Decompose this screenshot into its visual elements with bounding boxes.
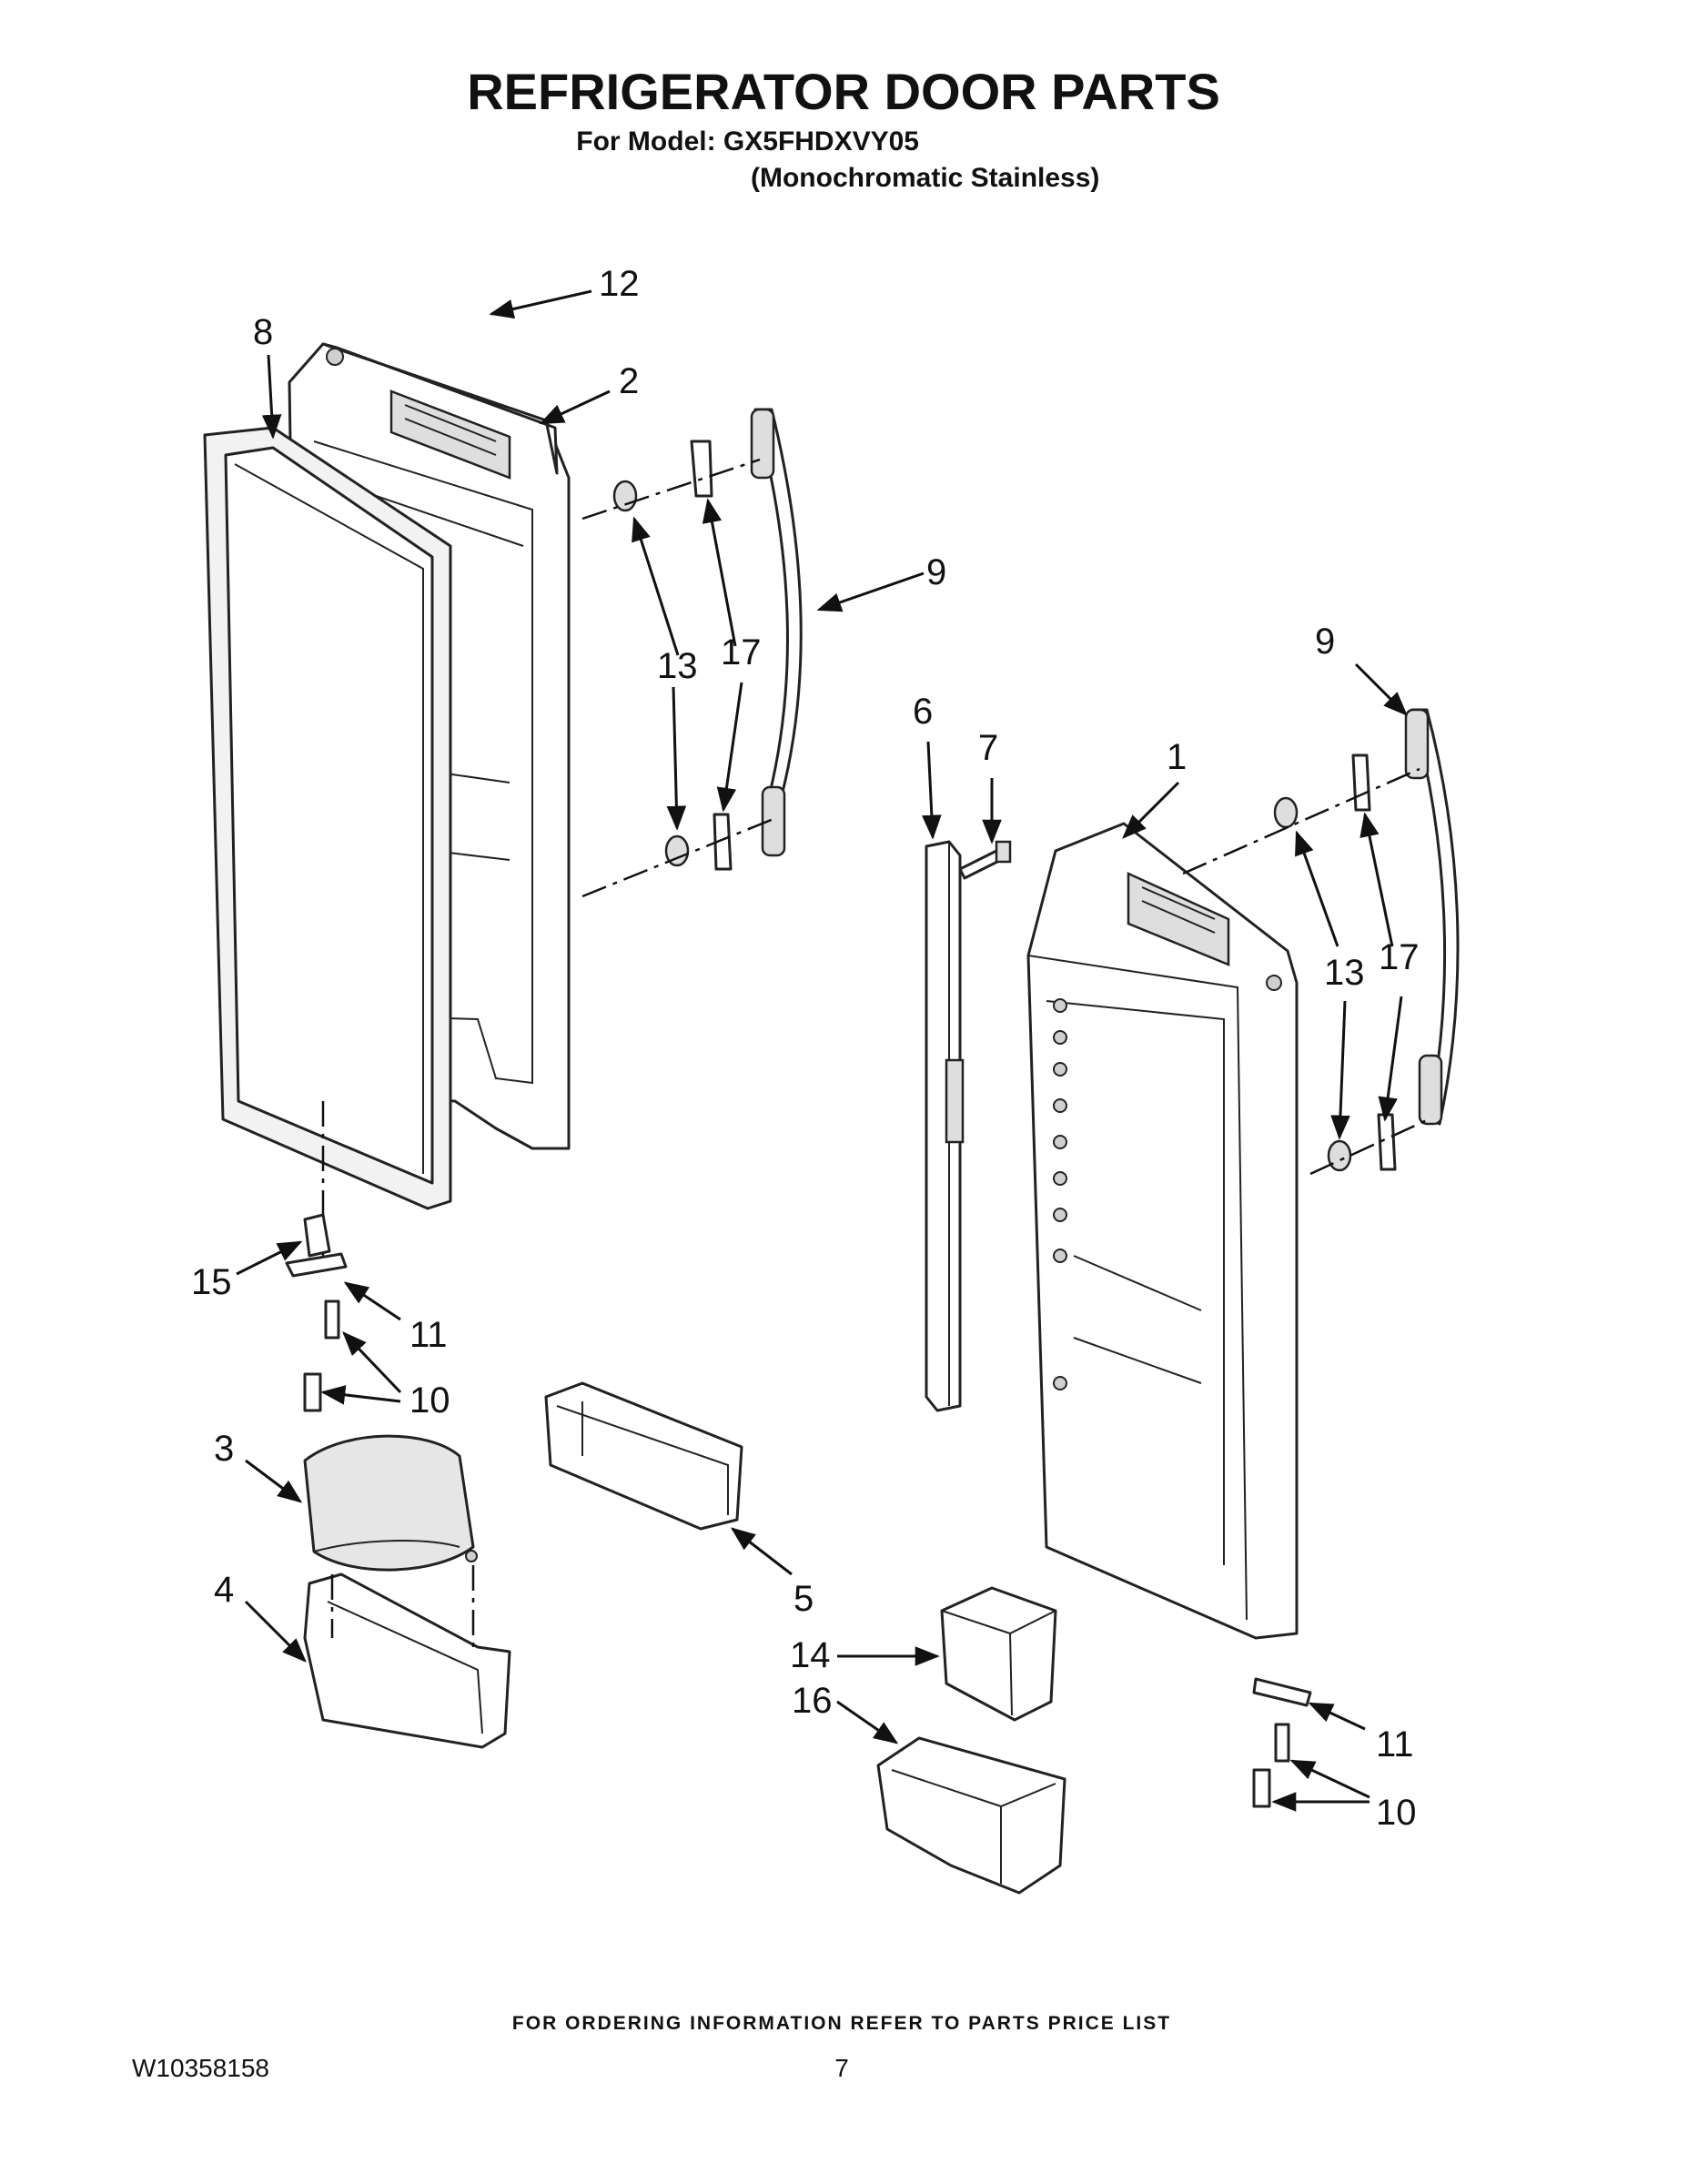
cup-part-14 (940, 1586, 1057, 1722)
callout-11-left: 11 (409, 1315, 448, 1355)
page-title: REFRIGERATOR DOOR PARTS (467, 63, 1220, 120)
right-door-part-1 (1026, 822, 1299, 1640)
callout-6: 6 (913, 692, 933, 732)
callout-4: 4 (214, 1570, 234, 1610)
callout-1: 1 (1167, 737, 1187, 777)
callout-16: 16 (792, 1681, 833, 1721)
callout-14: 14 (790, 1635, 831, 1675)
left-hinge-hardware (285, 1213, 348, 1412)
left-upper-axis (581, 458, 761, 521)
right-upper-axis (1182, 767, 1420, 875)
callout-13-left: 13 (657, 646, 698, 686)
left-lower-axis (581, 817, 774, 898)
right-hinge-hardware (1252, 1677, 1312, 1808)
callout-10-right: 10 (1376, 1793, 1417, 1833)
right-door-shelf-holes (1053, 998, 1067, 1390)
callout-labels: 12 8 2 9 13 17 9 6 7 1 17 13 15 11 10 3 … (191, 264, 1420, 1833)
callout-12: 12 (599, 264, 640, 304)
left-upper-hardware (612, 440, 733, 871)
right-handle-part-9 (1404, 708, 1460, 1126)
finish-line: (Monochromatic Stainless) (751, 163, 1099, 193)
callout-2: 2 (619, 361, 639, 401)
callout-9-left: 9 (926, 552, 946, 592)
door-gasket-part-8 (203, 426, 452, 1210)
tray-part-16 (876, 1736, 1066, 1895)
bin-cover-part-3 (303, 1434, 478, 1572)
ordering-note: FOR ORDERING INFORMATION REFER TO PARTS … (512, 2013, 1171, 2034)
callout-13-right: 13 (1324, 953, 1365, 993)
screw-part-7 (958, 840, 1012, 880)
callout-5: 5 (793, 1579, 814, 1619)
callout-9-right: 9 (1315, 622, 1335, 662)
left-handle-part-9 (750, 408, 803, 857)
model-line: For Model: GX5FHDXVY05 (576, 126, 919, 157)
callout-11-right: 11 (1376, 1724, 1414, 1764)
document-number: W10358158 (132, 2054, 269, 2082)
callout-17-right: 17 (1379, 937, 1420, 977)
right-lower-axis (1309, 1117, 1430, 1176)
callout-7: 7 (978, 728, 998, 768)
callout-17-left: 17 (721, 632, 762, 672)
right-mount-hardware (1273, 753, 1397, 1172)
callout-15: 15 (191, 1262, 232, 1302)
leader-lines (236, 289, 1408, 1812)
callout-8: 8 (253, 312, 273, 352)
door-bin-part-4 (303, 1565, 511, 1749)
door-bin-part-5 (544, 1381, 743, 1531)
callout-3: 3 (214, 1429, 234, 1469)
page-number: 7 (834, 2054, 849, 2082)
mullion-part-6 (925, 840, 965, 1412)
callout-10-left: 10 (409, 1380, 450, 1421)
